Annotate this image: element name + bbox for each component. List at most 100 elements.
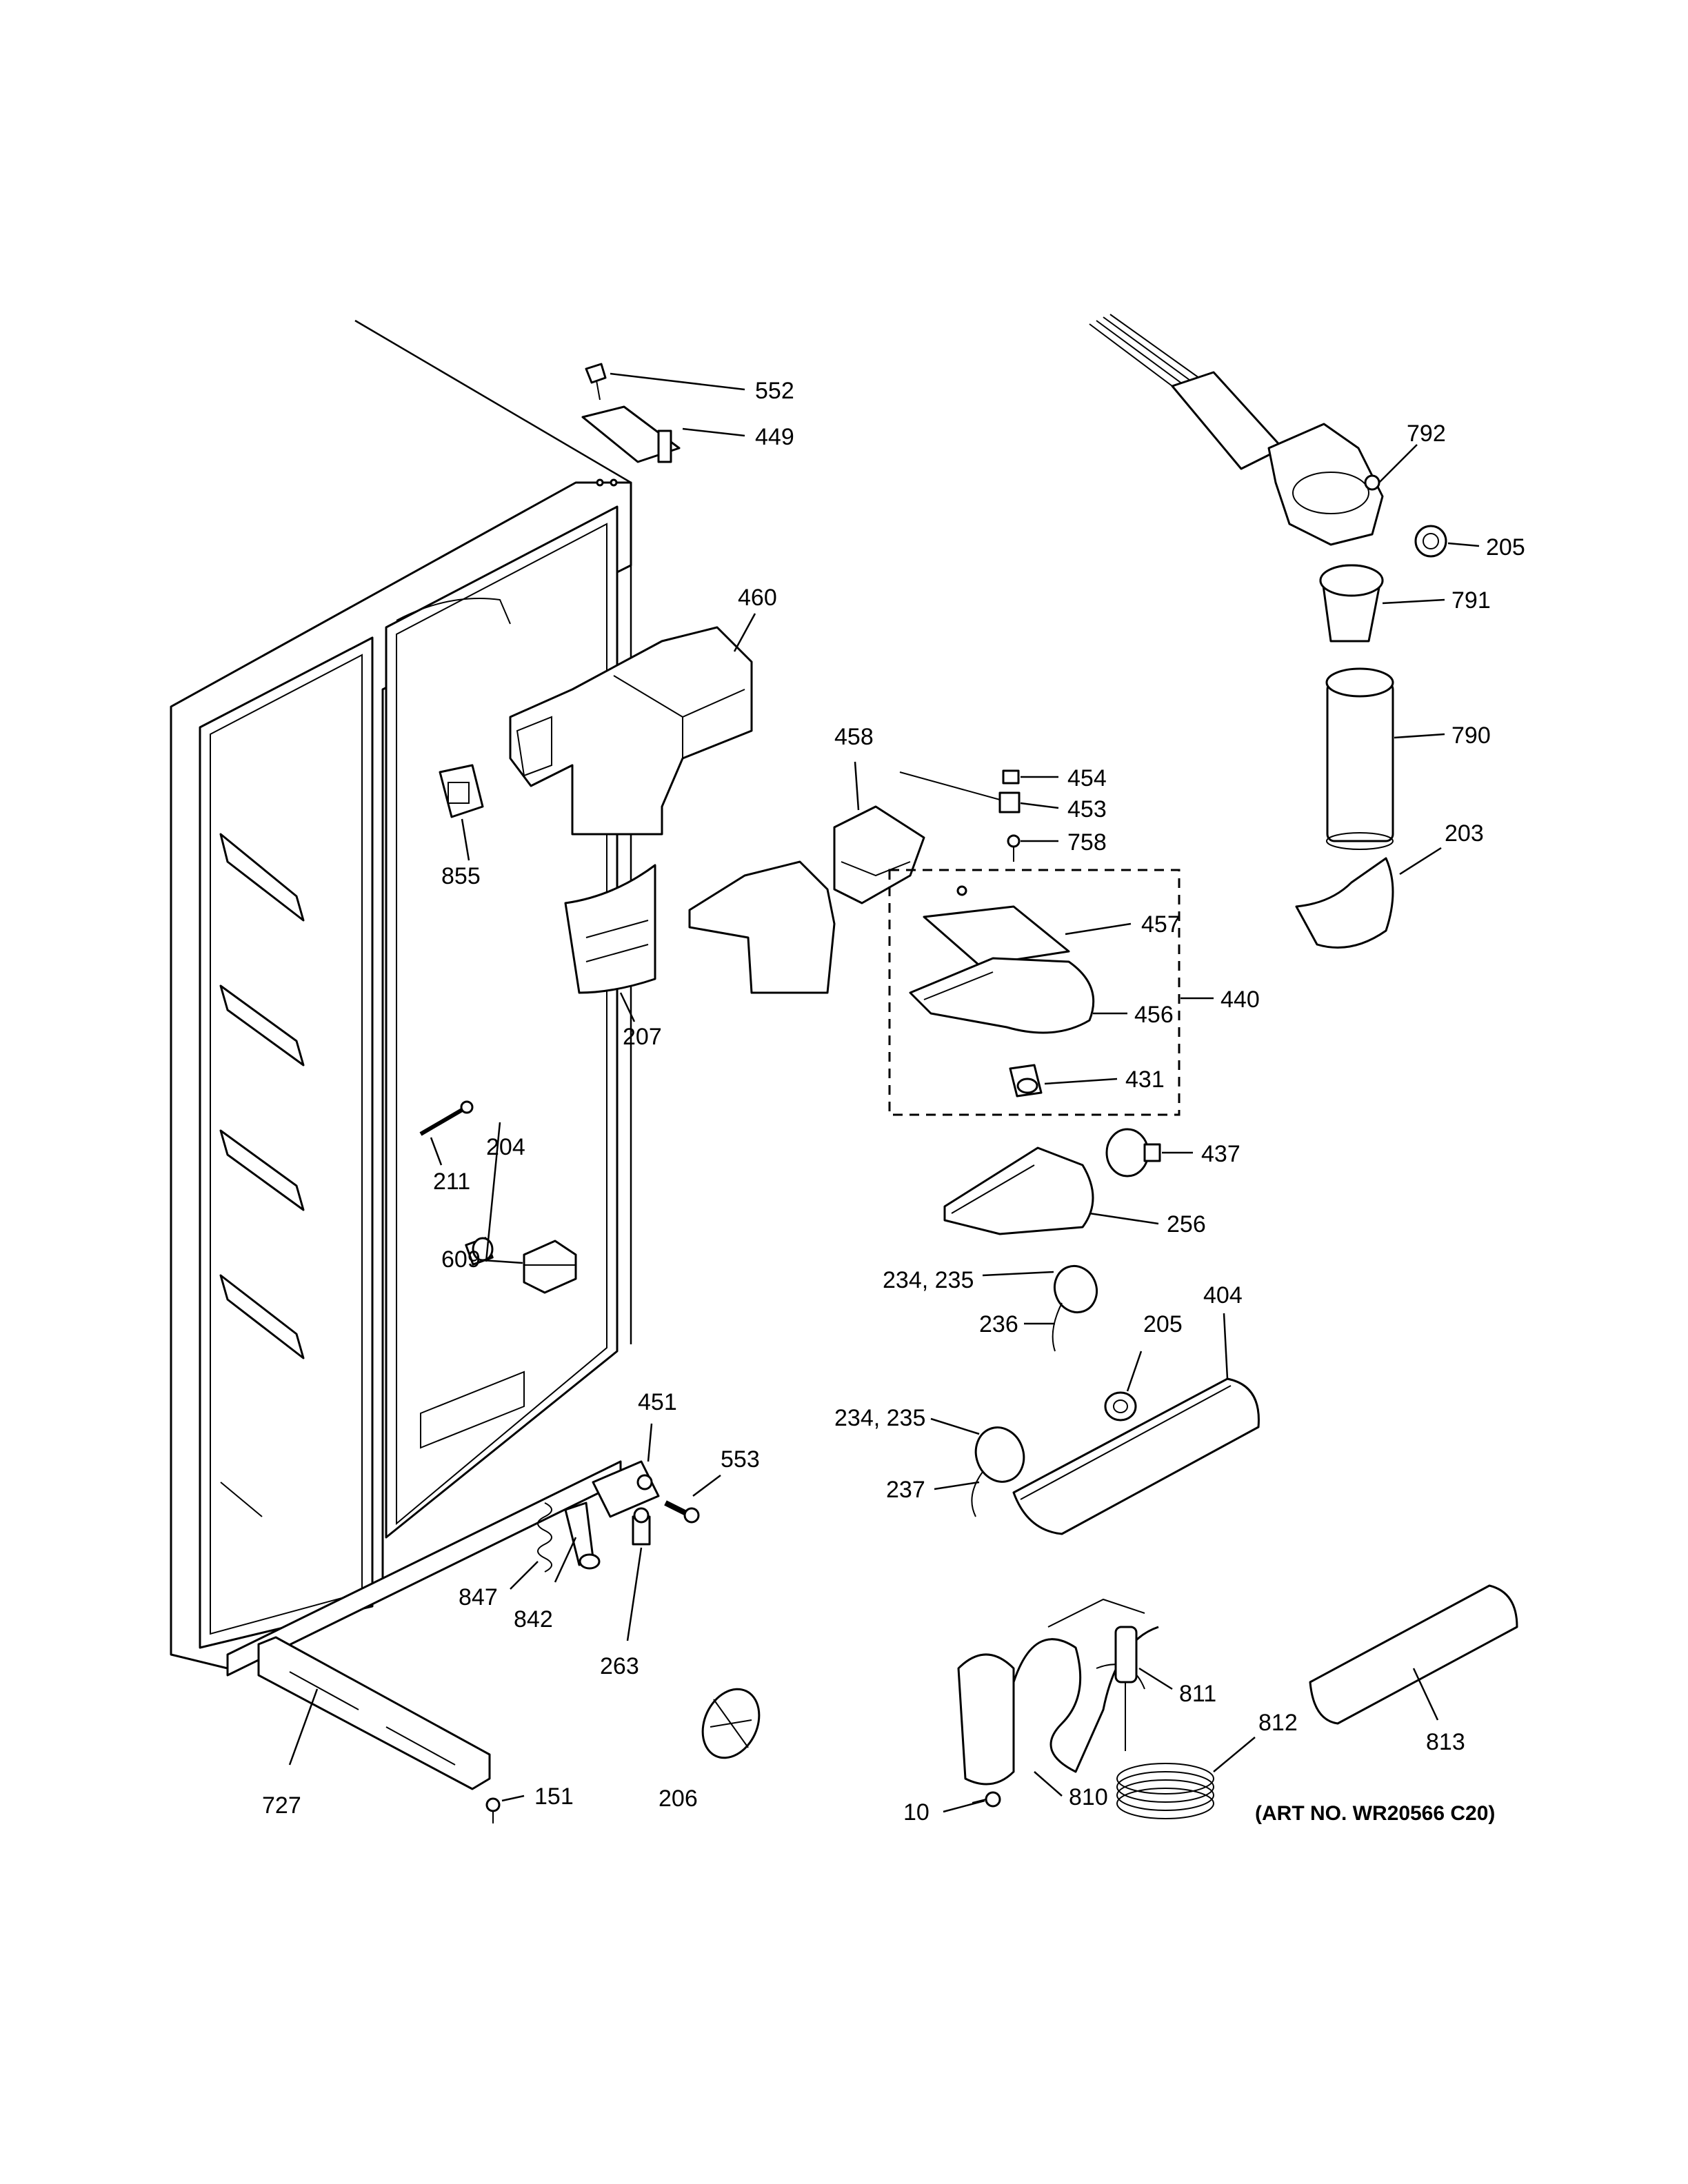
leader-792 <box>1378 444 1418 483</box>
hinge-bracket-449 <box>581 405 681 463</box>
callout-236: 236 <box>979 1311 1018 1337</box>
tubing-coil-812 <box>1116 1682 1214 1819</box>
leader-211 <box>430 1137 443 1166</box>
leader-10 <box>943 1799 985 1813</box>
assembly-box-440 <box>888 869 1180 1116</box>
callout-790: 790 <box>1451 722 1491 749</box>
leader-458 <box>854 761 860 811</box>
callout-552: 552 <box>755 378 794 404</box>
callout-404: 404 <box>1203 1282 1243 1308</box>
callout-810: 810 <box>1069 1784 1108 1810</box>
cam-842 <box>564 1502 601 1570</box>
leader-205-lower <box>1126 1351 1143 1392</box>
tube-811 <box>1114 1626 1138 1684</box>
leader-727 <box>288 1688 319 1766</box>
bulb-437 <box>1105 1128 1161 1177</box>
callout-460: 460 <box>738 585 777 611</box>
water-filter-790 <box>1325 667 1394 850</box>
callout-234-235-lower: 234, 235 <box>834 1405 925 1431</box>
lens-234-235-upper <box>1054 1264 1098 1314</box>
hinge-bracket-451 <box>592 1460 660 1518</box>
callout-847: 847 <box>459 1584 498 1610</box>
callout-791: 791 <box>1451 587 1491 614</box>
leader-256 <box>1089 1212 1159 1225</box>
wire-236 <box>1052 1302 1063 1352</box>
grommet-205-lower <box>1104 1391 1137 1422</box>
callout-234-235-upper: 234, 235 <box>883 1267 974 1293</box>
callout-758: 758 <box>1067 829 1107 856</box>
leader-237 <box>934 1481 980 1490</box>
callout-457: 457 <box>1141 911 1180 938</box>
callout-451: 451 <box>638 1389 677 1415</box>
cover-207 <box>564 864 656 994</box>
leader-842 <box>554 1537 577 1583</box>
callout-206: 206 <box>659 1786 698 1812</box>
callout-456: 456 <box>1134 1002 1174 1028</box>
spring-847 <box>537 1502 552 1573</box>
leader-431 <box>1044 1078 1118 1085</box>
plug-206 <box>701 1688 761 1759</box>
light-housing-456 <box>909 957 1095 1034</box>
callout-205-lower: 205 <box>1143 1311 1183 1337</box>
screw-552 <box>585 363 607 401</box>
leader-810 <box>1034 1771 1063 1797</box>
callout-811: 811 <box>1179 1681 1216 1707</box>
screw-10 <box>972 1791 1001 1808</box>
filter-cap-203 <box>1295 857 1394 949</box>
callout-440: 440 <box>1220 987 1260 1013</box>
leader-151 <box>501 1794 525 1802</box>
leader-811 <box>1138 1667 1173 1690</box>
leader-813 <box>1412 1668 1439 1721</box>
pin-263 <box>632 1507 651 1546</box>
leader-855 <box>461 818 470 861</box>
switch-609 <box>523 1240 577 1294</box>
callout-205-upper: 205 <box>1486 534 1525 560</box>
screw-758 <box>1007 834 1021 862</box>
rod <box>899 771 1001 800</box>
leader-451 <box>647 1423 653 1462</box>
light-cover-404 <box>1012 1377 1260 1535</box>
leader-203 <box>1399 847 1442 876</box>
water-lines <box>1089 314 1207 397</box>
leader-453 <box>1020 802 1059 809</box>
leader-207 <box>619 992 636 1022</box>
callout-203: 203 <box>1445 820 1484 847</box>
leader-263 <box>626 1547 643 1641</box>
air-duct-460 <box>509 626 753 836</box>
leader-460 <box>733 613 756 652</box>
callout-151: 151 <box>534 1783 574 1810</box>
leader-812 <box>1213 1737 1256 1772</box>
refrigerator-cabinet <box>170 319 632 1677</box>
leader-609 <box>482 1259 523 1264</box>
callout-812: 812 <box>1258 1710 1298 1736</box>
leader-449 <box>682 427 745 437</box>
callout-454: 454 <box>1067 765 1107 791</box>
callout-727: 727 <box>262 1792 301 1819</box>
leader-552 <box>610 372 745 391</box>
screw-553 <box>664 1500 700 1524</box>
callout-453: 453 <box>1067 796 1107 822</box>
callout-609: 609 <box>441 1246 481 1273</box>
screw-151 <box>485 1797 501 1823</box>
leader-457 <box>1065 922 1132 936</box>
callout-211: 211 <box>433 1169 470 1195</box>
callout-263: 263 <box>600 1653 639 1679</box>
callout-813: 813 <box>1426 1729 1465 1755</box>
grille-727 <box>257 1636 491 1790</box>
callout-792: 792 <box>1407 421 1446 447</box>
water-valve-810 <box>957 1598 1159 1786</box>
art-number: (ART NO. WR20566 C20) <box>1255 1802 1495 1825</box>
callout-237: 237 <box>886 1477 925 1503</box>
leader-204 <box>485 1122 501 1262</box>
callout-256: 256 <box>1167 1211 1206 1237</box>
screw-211 <box>419 1100 474 1136</box>
leader-234-235-upper <box>982 1271 1054 1277</box>
leader-404 <box>1223 1313 1229 1379</box>
dispenser-housing-458 <box>688 805 925 994</box>
cover-813 <box>1309 1584 1518 1725</box>
clamp-453 <box>998 791 1021 813</box>
leader-790 <box>1394 733 1445 739</box>
bypass-plug-791 <box>1319 564 1384 643</box>
callout-842: 842 <box>514 1606 553 1632</box>
